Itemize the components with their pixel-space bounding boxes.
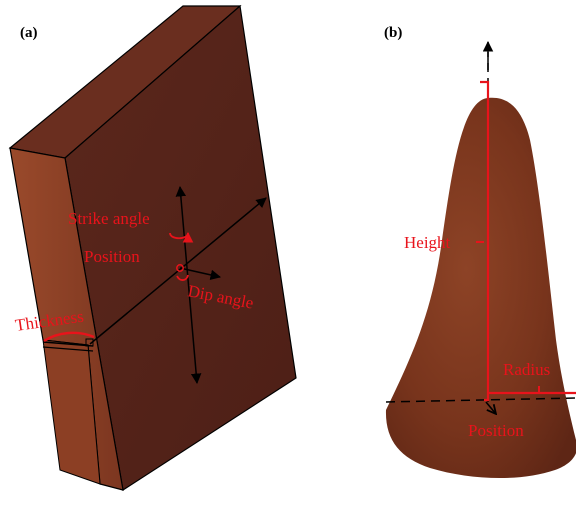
position-label-a: Position [84,247,140,266]
dip-axis-arrow [175,185,202,385]
block-side-lower [42,339,101,485]
height-label: Height [404,233,451,252]
dip-angle-arrow [179,267,222,281]
thickness-cut-line [42,341,94,347]
cone-body [385,97,576,478]
height-bracket [480,80,490,402]
thickness-arc [43,331,95,343]
thickness-cut-line-2 [42,346,94,352]
base-axis [385,397,576,403]
position-label-b: Position [468,421,524,440]
position-point [176,264,184,272]
dip-angle-arc [176,274,189,281]
strike-rotation-icon [169,231,194,243]
thickness-marker [85,338,94,347]
panel-b-label: (b) [384,25,402,41]
position-arrow [485,401,496,414]
panel-a-label: (a) [20,25,38,41]
radius-label: Radius [503,360,550,379]
panel-b: (b) Height Radius Position [384,25,576,478]
panel-a: (a) Strike angle Position Dip angle Thic… [8,4,297,491]
strike-angle-label: Strike angle [68,209,150,228]
